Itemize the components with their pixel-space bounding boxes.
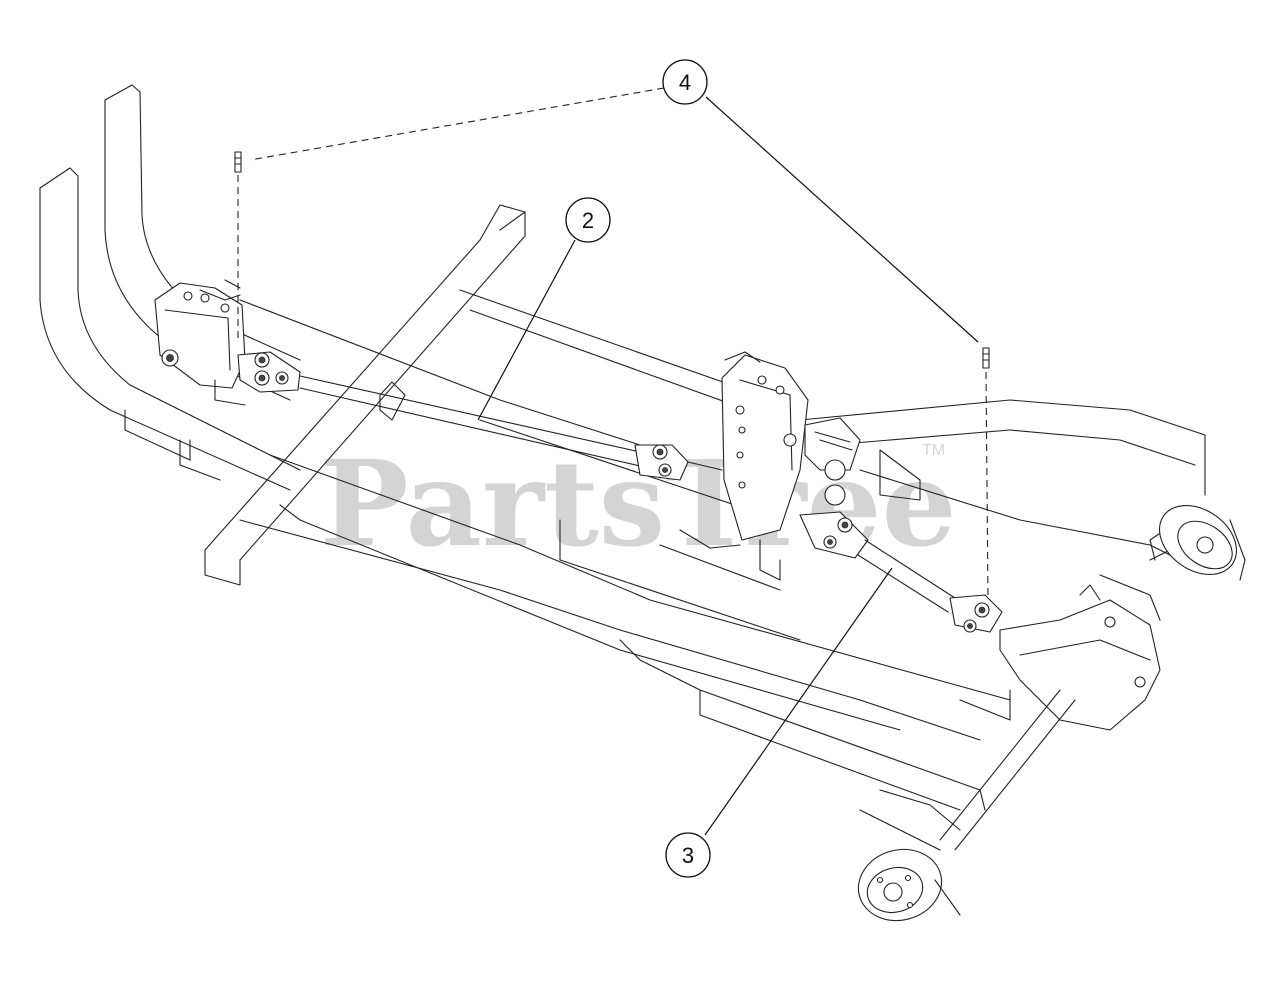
drive-shaft-rear [799,511,1003,633]
callout-4-label: 4 [679,70,691,95]
front-u-joint [237,351,301,393]
front-gearbox [154,279,246,406]
callout-3-label: 3 [682,843,694,868]
right-wheel-hub [1158,505,1246,581]
dowel-pin-left [234,151,242,340]
leader-4-left [249,87,665,161]
callout-2[interactable]: 2 [565,197,611,243]
callout-3[interactable]: 3 [665,832,711,878]
dowel-pin-right [982,347,990,601]
leader-3 [704,567,893,836]
frame-front-rails [39,84,301,491]
drive-shaft-front [299,375,723,481]
center-gearbox [679,351,861,581]
leader-2 [477,239,576,421]
rear-axle [939,519,1211,851]
watermark-trademark: TM [922,442,945,459]
leader-4-right [705,96,979,343]
callout-4[interactable]: 4 [662,59,708,105]
bottom-wheel-hub [857,848,961,922]
callout-2-label: 2 [582,208,594,233]
